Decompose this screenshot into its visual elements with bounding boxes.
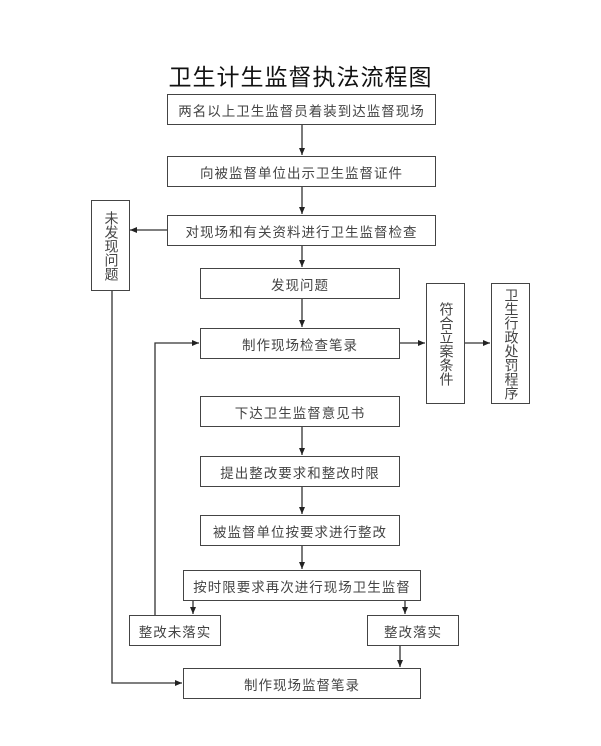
node-record: 制作现场检查笔录 [200,328,400,359]
node-opinion: 下达卫生监督意见书 [200,396,400,427]
node-recheck: 按时限要求再次进行现场卫生监督 [183,570,421,601]
node-inspect: 对现场和有关资料进行卫生监督检查 [167,215,436,246]
arrow-noproblem-to-final [111,290,182,686]
node-case-criteria: 符合立案条件 [426,283,465,404]
diagram-title: 卫生计生监督执法流程图 [168,65,433,91]
node-final-record: 制作现场监督笔录 [183,668,421,699]
node-penalty: 卫生行政处罚程序 [491,283,530,404]
node-no-problem: 未发现问题 [91,200,130,291]
arrow-notdone-loop-to-record [154,340,199,615]
node-show-id: 向被监督单位出示卫生监督证件 [167,156,436,187]
node-not-done: 整改未落实 [129,615,221,646]
node-rectify: 被监督单位按要求进行整改 [200,515,400,546]
node-arrive: 两名以上卫生监督员着装到达监督现场 [167,94,436,125]
node-requirements: 提出整改要求和整改时限 [200,456,400,487]
node-done: 整改落实 [367,615,459,646]
node-problem-found: 发现问题 [200,268,400,299]
